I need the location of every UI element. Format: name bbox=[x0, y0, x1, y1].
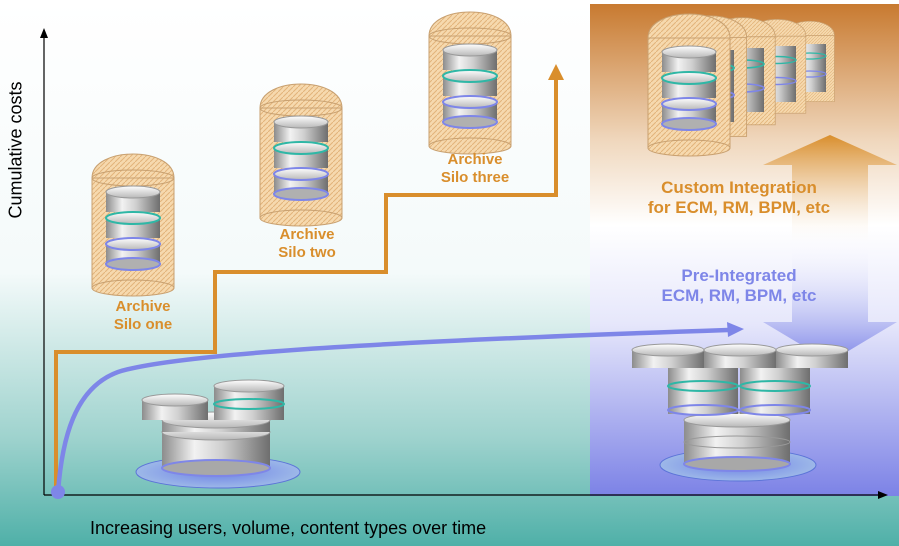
custom-integration-line1: Custom Integration bbox=[661, 178, 817, 197]
y-axis-label: Cumulative costs bbox=[5, 81, 26, 219]
cost-up-arrow bbox=[763, 135, 897, 248]
silo-two-line1: Archive bbox=[279, 226, 335, 243]
silo-two-line2: Silo two bbox=[278, 244, 336, 261]
custom-integration-label: Custom Integration for ECM, RM, BPM, etc bbox=[604, 178, 874, 219]
integrated-cost-arrowhead bbox=[727, 322, 744, 337]
silo-three-line2: Silo three bbox=[440, 169, 510, 186]
silo-one-label: Archive Silo one bbox=[88, 298, 198, 334]
silo-two-label: Archive Silo two bbox=[252, 226, 362, 262]
x-axis-arrowhead bbox=[878, 491, 888, 499]
pre-integrated-line1: Pre-Integrated bbox=[681, 266, 797, 285]
y-axis-label-box: Cumulative costs bbox=[4, 0, 28, 300]
y-axis-arrowhead bbox=[40, 28, 48, 38]
silo-one-line2: Silo one bbox=[113, 316, 173, 333]
x-axis-label: Increasing users, volume, content types … bbox=[90, 518, 487, 538]
silo-one-icon bbox=[91, 153, 175, 297]
silo-cost-arrowhead bbox=[548, 64, 564, 80]
origin-dot bbox=[51, 485, 65, 499]
silo-one-line1: Archive bbox=[115, 298, 171, 315]
silo-three-line1: Archive bbox=[447, 151, 503, 168]
integrated-storage-right-icon bbox=[631, 343, 849, 482]
stacked-silos-icon bbox=[647, 13, 835, 157]
pre-integrated-label: Pre-Integrated ECM, RM, BPM, etc bbox=[604, 266, 874, 307]
silo-two-icon bbox=[259, 83, 343, 227]
integrated-storage-left-icon bbox=[135, 379, 301, 489]
pre-integrated-line2: ECM, RM, BPM, etc bbox=[661, 286, 817, 306]
silo-three-label: Archive Silo three bbox=[420, 151, 530, 187]
custom-integration-line2: for ECM, RM, BPM, etc bbox=[647, 198, 831, 218]
cost-down-arrow bbox=[763, 240, 897, 362]
silo-three-icon bbox=[428, 11, 512, 155]
silo-cost-staircase-line bbox=[54, 76, 558, 492]
integrated-cost-curve bbox=[55, 327, 729, 493]
